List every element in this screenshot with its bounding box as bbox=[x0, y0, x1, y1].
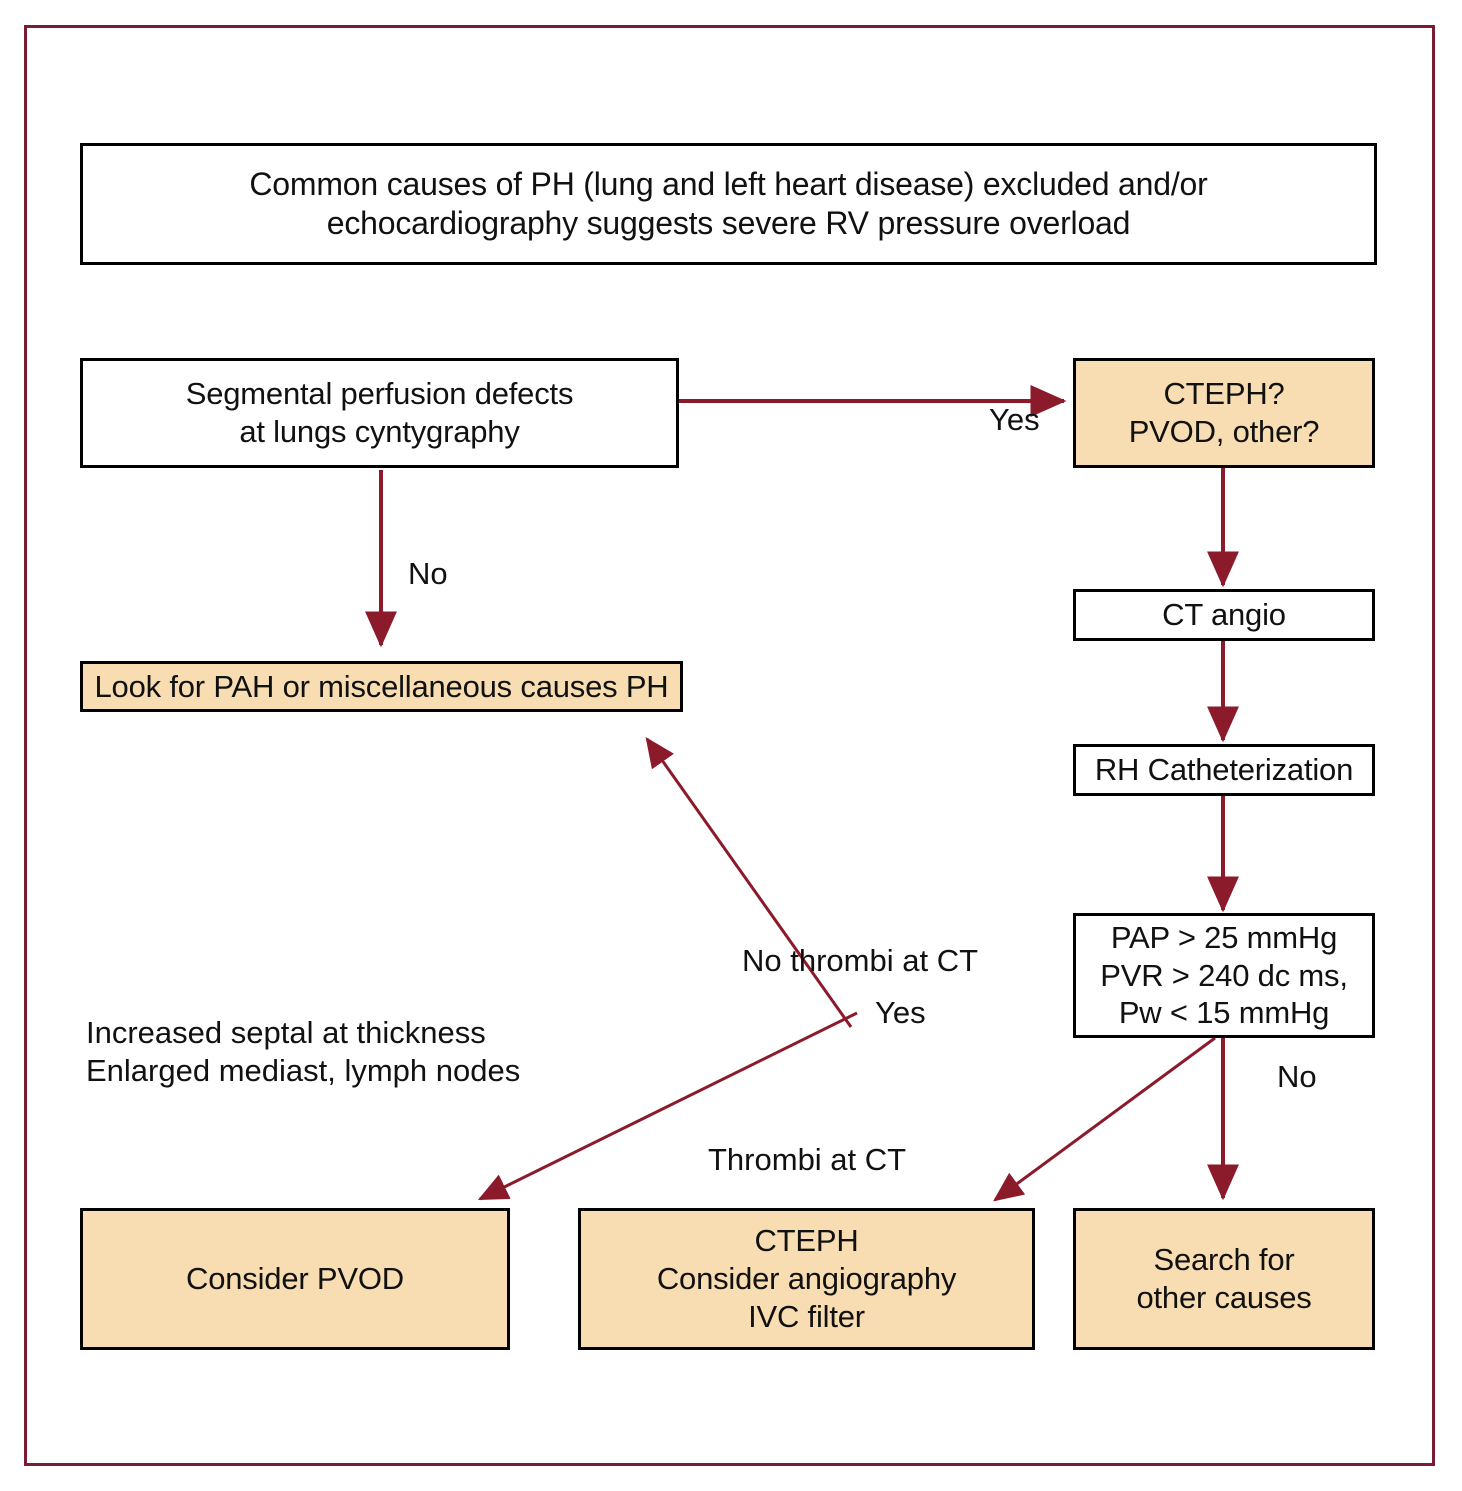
edge-label-no-pap: No bbox=[1277, 1059, 1317, 1094]
node-cteph-question: CTEPH? PVOD, other? bbox=[1073, 358, 1375, 468]
node-rh-catheterization: RH Catheterization bbox=[1073, 744, 1375, 796]
node-start: Common causes of PH (lung and left heart… bbox=[80, 143, 1377, 265]
edge-label-yes-segmental: Yes bbox=[989, 402, 1040, 437]
edge-label-no-segmental: No bbox=[408, 556, 448, 591]
node-search-other-causes: Search for other causes bbox=[1073, 1208, 1375, 1350]
node-consider-pvod: Consider PVOD bbox=[80, 1208, 510, 1350]
outer-frame bbox=[24, 25, 1435, 1466]
node-ct-angio: CT angio bbox=[1073, 589, 1375, 641]
node-cteph-result: CTEPH Consider angiography IVC filter bbox=[578, 1208, 1035, 1350]
node-pap-criteria: PAP > 25 mmHg PVR > 240 dc ms, Pw < 15 m… bbox=[1073, 913, 1375, 1038]
node-segmental-perfusion-defects: Segmental perfusion defects at lungs cyn… bbox=[80, 358, 679, 468]
edge-label-thrombi-at-ct: Thrombi at CT bbox=[708, 1142, 907, 1177]
node-look-for-pah: Look for PAH or miscellaneous causes PH bbox=[80, 661, 683, 712]
edge-label-yes-pvod: Yes bbox=[875, 995, 926, 1030]
annotation-pvod-findings: Increased septal at thickness Enlarged m… bbox=[86, 1015, 521, 1088]
edge-label-no-thrombi-at-ct: No thrombi at CT bbox=[742, 943, 979, 978]
